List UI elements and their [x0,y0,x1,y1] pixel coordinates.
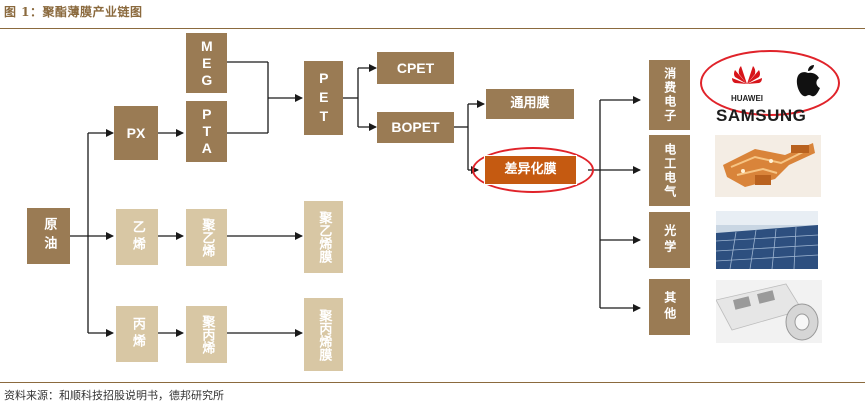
solar-panel-image [716,211,818,269]
node-electrical-label: 电工电气 [662,142,677,199]
figure-title: 图 1：聚酯薄膜产业链图 [4,5,143,19]
samsung-wordmark: SAMSUNG [716,106,807,125]
bottom-rule [0,382,865,383]
node-consumer-electronics-label: 消费电子 [662,67,677,123]
highlight-ring-diff-film [472,147,594,193]
node-others-label: 其他 [662,291,677,323]
node-polypropylene-label: 聚丙烯 [199,315,215,354]
node-cpet-label: CPET [396,59,435,76]
node-ethylene-label: 乙烯 [129,220,145,254]
node-pe-film: 聚乙烯膜 [304,201,343,273]
highlight-ring-brands [700,50,840,116]
flexible-circuit-image [715,135,821,197]
node-crude-oil-label: 原油 [41,217,57,255]
node-pet: PET [304,61,343,135]
node-bopet-label: BOPET [391,119,440,136]
node-pp-film: 聚丙烯膜 [304,298,343,371]
node-optics: 光学 [649,212,690,268]
node-differentiated-film-label: 差异化膜 [504,162,557,178]
apple-logo [790,62,826,102]
node-others: 其他 [649,279,690,335]
top-rule [0,28,865,29]
node-propylene-label: 丙烯 [129,317,145,351]
node-polyethylene: 聚乙烯 [186,209,227,266]
node-optics-label: 光学 [662,224,677,256]
node-pet-label: PET [315,69,332,127]
node-meg-label: MEG [198,37,215,89]
node-px-label: PX [126,124,146,141]
node-px: PX [114,106,158,160]
node-cpet: CPET [377,52,454,84]
node-polypropylene: 聚丙烯 [186,306,227,363]
node-general-film: 通用膜 [486,89,574,119]
node-propylene: 丙烯 [116,306,158,362]
node-crude-oil: 原油 [27,208,70,264]
node-bopet: BOPET [377,112,454,143]
huawei-wordmark: HUAWEI [731,94,763,103]
source-note: 资料来源：和顺科技招股说明书，德邦研究所 [4,389,224,402]
node-ethylene: 乙烯 [116,209,158,265]
node-pe-film-label: 聚乙烯膜 [316,211,332,263]
node-general-film-label: 通用膜 [510,96,550,112]
node-consumer-electronics: 消费电子 [649,60,690,130]
node-pta: PTA [186,101,227,162]
node-polyethylene-label: 聚乙烯 [199,218,215,257]
node-electrical: 电工电气 [649,135,690,206]
label-roll-image [716,280,822,343]
node-pta-label: PTA [198,106,215,157]
huawei-logo [725,60,769,100]
node-differentiated-film: 差异化膜 [484,155,577,185]
node-pp-film-label: 聚丙烯膜 [316,308,332,361]
node-meg: MEG [186,33,227,93]
